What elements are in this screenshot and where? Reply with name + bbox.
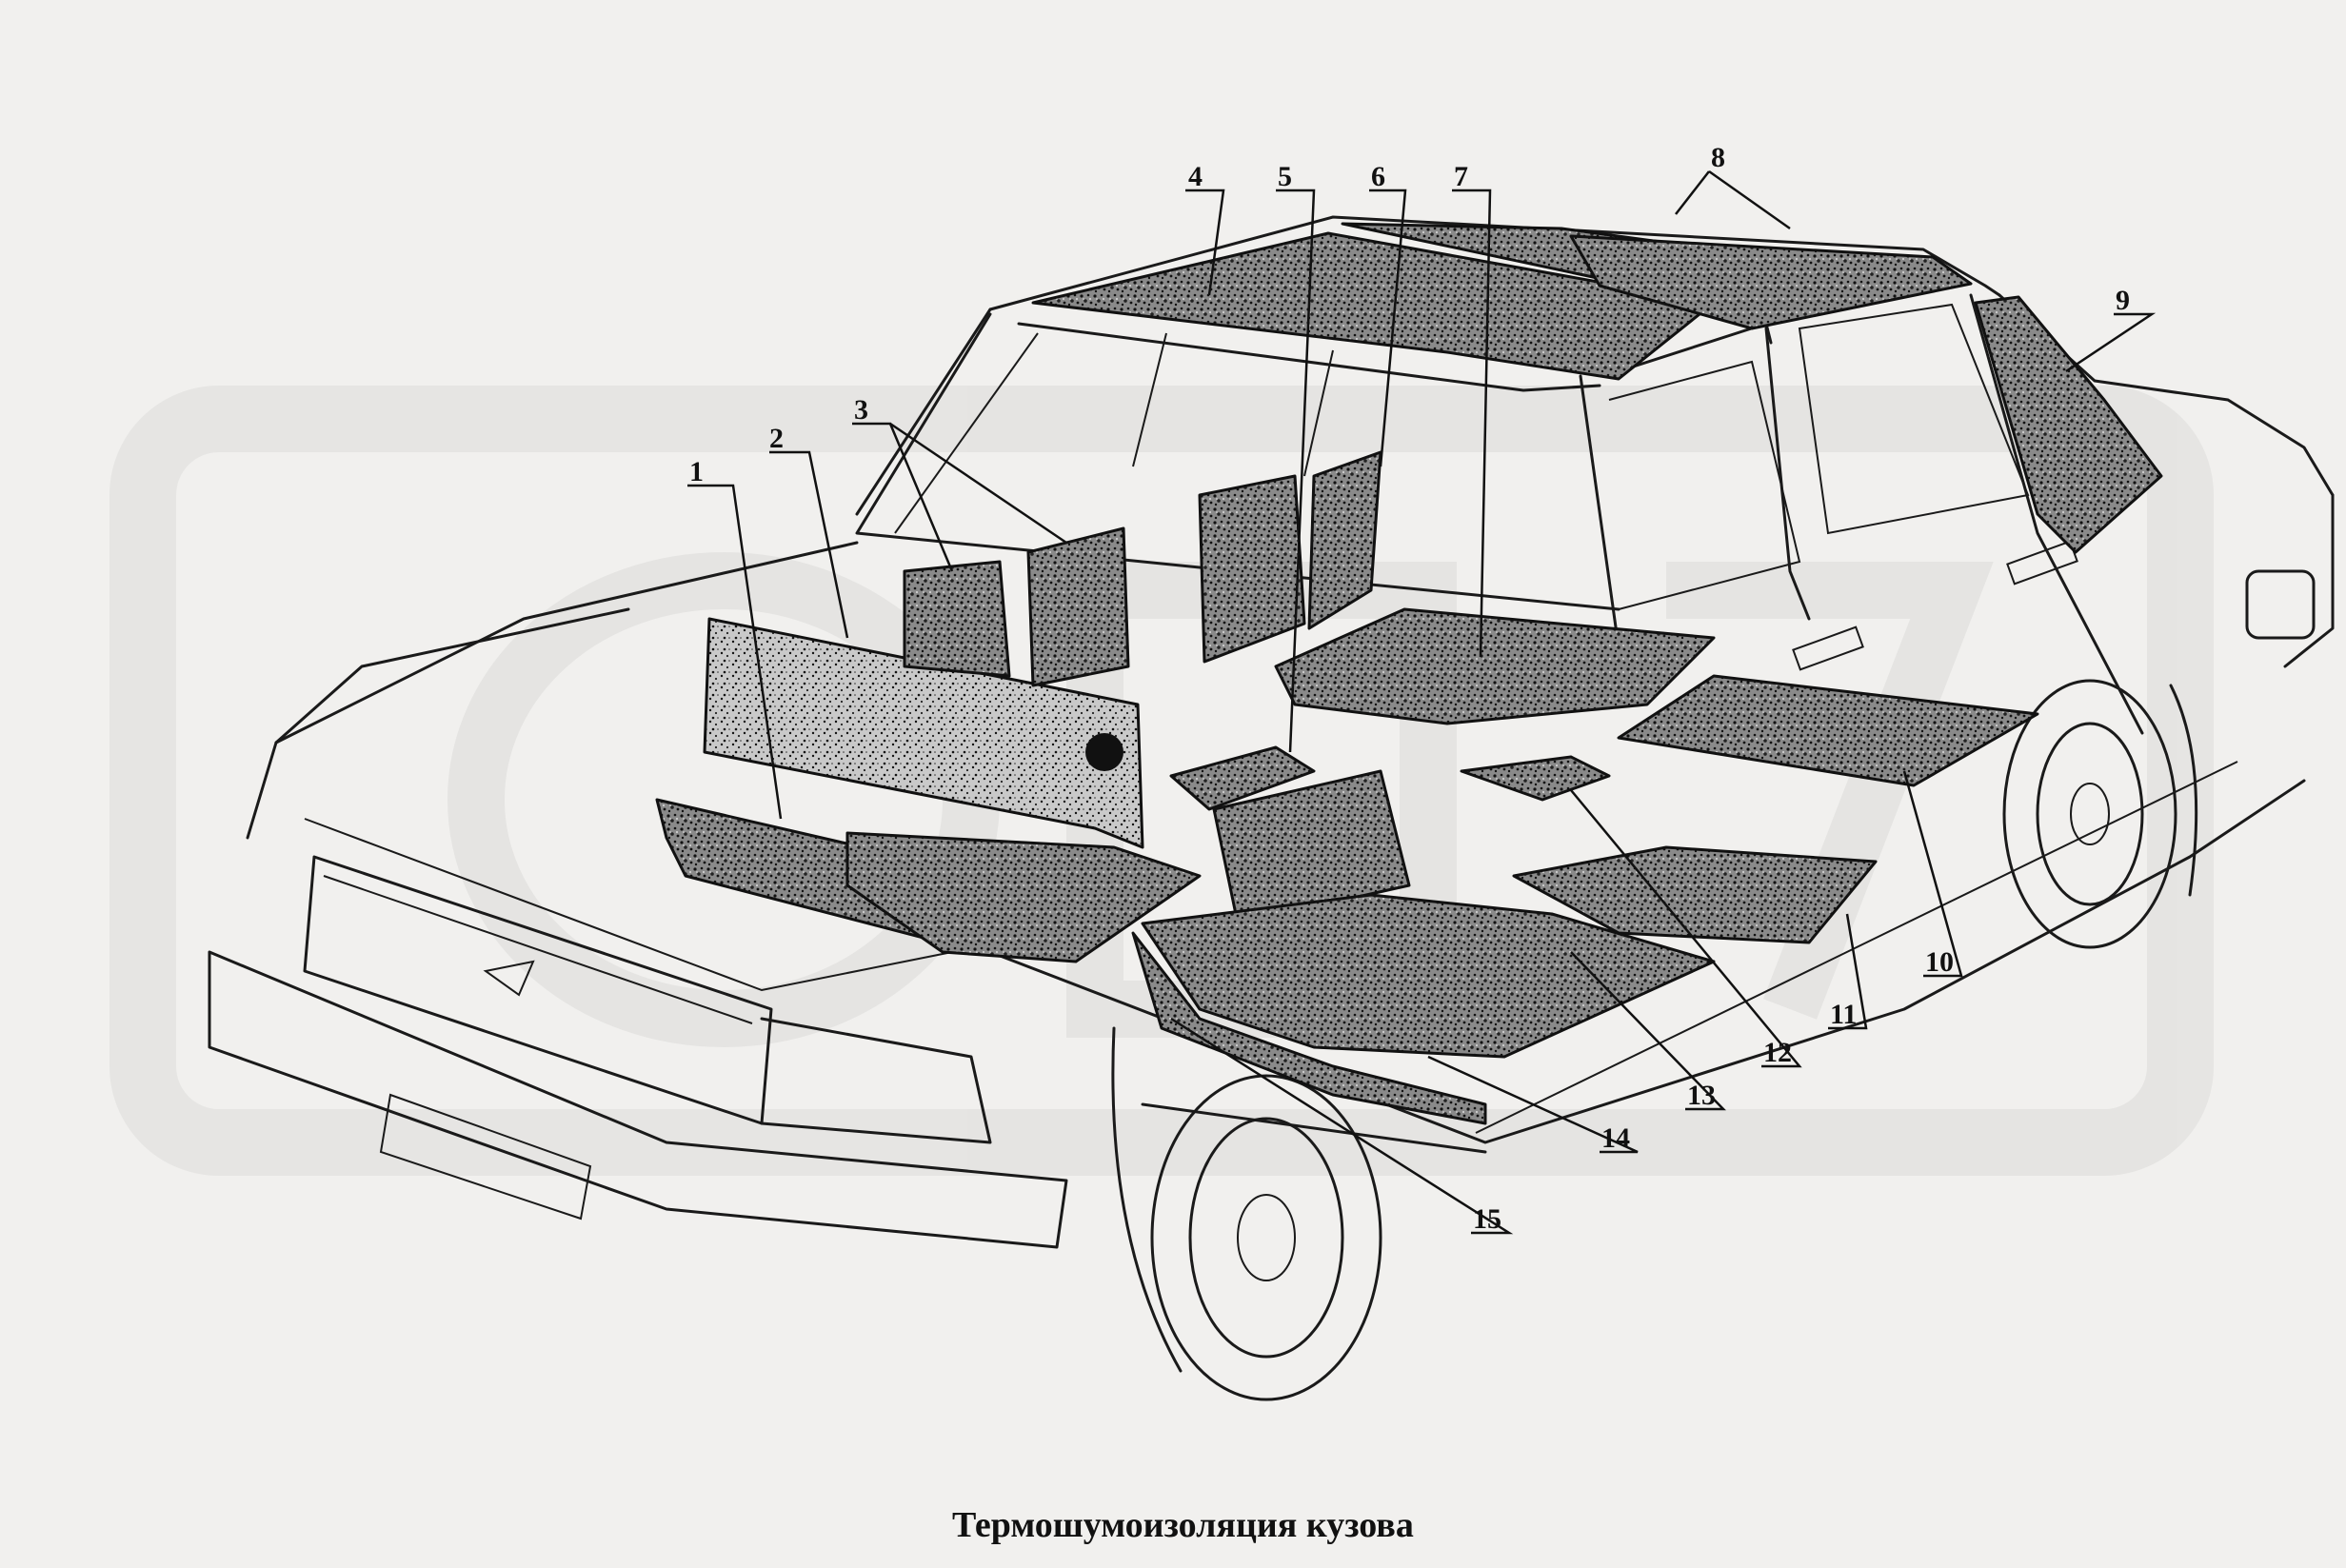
door-pad-rear — [1307, 450, 1382, 630]
rear-footwell-pad — [1512, 845, 1878, 944]
leader-lines — [687, 169, 2157, 1235]
callout-label-13: 13 — [1687, 1080, 1716, 1111]
car-body-outline — [208, 215, 2335, 1401]
callout-label-7: 7 — [1454, 161, 1468, 192]
front-floor-pad — [845, 831, 1202, 963]
callout-label-2: 2 — [769, 423, 784, 454]
callout-label-5: 5 — [1278, 161, 1292, 192]
roof-pad-front — [1031, 231, 1716, 381]
door-pad-front — [1198, 474, 1306, 664]
rear-shelf-pad — [1974, 295, 2163, 554]
seat-base-pad — [1460, 755, 1611, 802]
callout-label-14: 14 — [1601, 1122, 1630, 1154]
center-floor-pad — [1212, 769, 1411, 925]
floor-front-pad — [1141, 893, 1716, 1059]
rear-floor-pad — [1274, 607, 1716, 725]
tunnel-pad — [1169, 745, 1316, 811]
callout-label-11: 11 — [1830, 999, 1857, 1030]
floor-pan-pad — [1131, 931, 1487, 1125]
callout-label-1: 1 — [689, 456, 704, 487]
callout-label-15: 15 — [1473, 1203, 1501, 1235]
callout-label-8: 8 — [1711, 142, 1725, 173]
watermark-logo — [109, 386, 2214, 1176]
callout-label-4: 4 — [1188, 161, 1203, 192]
diagram-caption: Термошумоизоляция кузова — [952, 1505, 1414, 1545]
insulation-pads — [655, 222, 2163, 1125]
callout-label-12: 12 — [1763, 1037, 1792, 1068]
callout-label-6: 6 — [1371, 161, 1385, 192]
side-panel-pad-1 — [903, 560, 1011, 678]
roof-pad-rear — [1569, 234, 1973, 330]
callout-label-3: 3 — [854, 394, 868, 426]
callout-label-10: 10 — [1925, 946, 1954, 978]
callout-label-9: 9 — [2116, 285, 2130, 316]
trunk-floor-pad — [1617, 674, 2039, 787]
dash-panel-pad — [703, 617, 1144, 849]
side-panel-pad-2 — [1026, 526, 1130, 687]
